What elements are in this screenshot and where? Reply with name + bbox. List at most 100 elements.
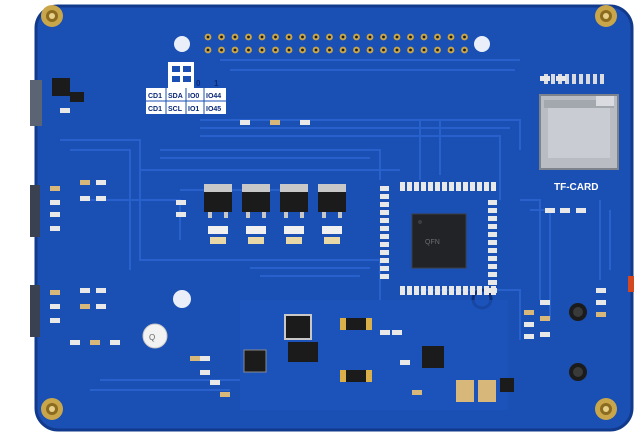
smd-resistor	[477, 286, 482, 295]
mounting-hole-top-left	[41, 5, 63, 27]
smd-resistor	[380, 258, 389, 263]
header-pin-hole	[314, 48, 318, 52]
via-hole	[174, 36, 190, 52]
mounting-hole-bottom-left	[41, 398, 63, 420]
header-pin-hole	[368, 48, 372, 52]
mounting-hole-top-right	[595, 5, 617, 27]
header-pin-hole	[395, 35, 399, 39]
regulator-cap	[284, 226, 304, 234]
tf-card-pins	[544, 74, 604, 84]
regulator-pin	[284, 212, 288, 218]
smd-resistor	[488, 224, 497, 229]
header-pin-hole	[436, 48, 439, 52]
header-pin-hole	[463, 35, 466, 39]
smd-part	[176, 212, 186, 217]
regulator-pin	[224, 212, 228, 218]
header-pin-hole	[395, 48, 399, 52]
smd-resistor	[407, 182, 412, 191]
regulator-cap	[322, 226, 342, 234]
smd-resistor	[380, 186, 389, 191]
header-pin-hole	[409, 48, 412, 52]
main-chip: QFN	[411, 213, 467, 269]
smd-part	[70, 340, 80, 345]
smd-resistor	[488, 280, 497, 285]
smd-resistor	[435, 182, 440, 191]
smd-resistor	[488, 288, 497, 293]
smd-part	[596, 288, 606, 293]
smd-part	[50, 186, 60, 191]
header-pin-hole	[260, 35, 264, 39]
smd-part	[96, 288, 106, 293]
smd-part	[80, 180, 90, 185]
smd-resistor	[400, 286, 405, 295]
smd-resistor	[421, 182, 426, 191]
header-pin-hole	[206, 48, 210, 52]
smd-part	[50, 290, 60, 295]
button-reset	[569, 363, 587, 381]
via-hole	[474, 36, 490, 52]
smd-part	[50, 304, 60, 309]
tf-pin	[572, 74, 576, 84]
header-pin-hole	[382, 48, 385, 52]
tf-pin	[579, 74, 583, 84]
smd-resistor	[488, 264, 497, 269]
header-pin-hole	[314, 35, 318, 39]
smd-resistor	[380, 234, 389, 239]
chip-marking: QFN	[425, 239, 440, 246]
smd-part	[96, 180, 106, 185]
tf-card-slot	[539, 94, 619, 170]
header-pin-hole	[220, 48, 223, 52]
header-pin-hole	[233, 48, 237, 52]
smd-resistor	[470, 286, 475, 295]
smd-resistor	[488, 256, 497, 261]
smd-part	[176, 200, 186, 205]
regulator-tab	[242, 184, 270, 192]
smd-part	[80, 196, 90, 201]
power-ic-small	[422, 346, 444, 368]
regulator-tab	[204, 184, 232, 192]
pin-table-header-1: 1	[214, 79, 219, 88]
pin-table-cell: SDA	[168, 93, 183, 100]
regulator-body	[242, 192, 270, 212]
smd-part	[400, 360, 410, 365]
regulator-pin	[246, 212, 250, 218]
smd-resistor	[435, 286, 440, 295]
header-pin-hole	[382, 35, 385, 39]
regulator-cap-2	[210, 237, 226, 244]
regulator-tab	[318, 184, 346, 192]
ic-small	[52, 78, 70, 96]
diode-2	[340, 370, 370, 382]
smd-passives	[50, 76, 606, 397]
regulator-body	[318, 192, 346, 212]
smd-part	[50, 226, 60, 231]
header-pin-hole	[247, 35, 250, 39]
tf-pin	[565, 74, 569, 84]
smd-part	[96, 196, 106, 201]
smd-resistor	[414, 286, 419, 295]
smd-resistor	[488, 248, 497, 253]
resistor	[60, 108, 70, 113]
pin-table-cell: CD1	[148, 93, 162, 100]
smd-part	[524, 310, 534, 315]
smd-part	[545, 208, 555, 213]
header-pin-hole	[287, 35, 291, 39]
button-boot	[569, 303, 587, 321]
header-pin-hole	[341, 35, 345, 39]
header-pin-hole	[274, 35, 277, 39]
smd-resistor	[488, 272, 497, 277]
smd-resistor	[491, 182, 496, 191]
smd-resistor	[380, 266, 389, 271]
smd-resistor	[421, 286, 426, 295]
smd-part	[540, 300, 550, 305]
regulator-pin	[322, 212, 326, 218]
pin-table-cell: IO1	[188, 106, 199, 113]
buzzer: Q	[142, 323, 168, 349]
smd-part	[50, 212, 60, 217]
smd-part	[524, 334, 534, 339]
inductor-2	[243, 349, 267, 373]
smd-part	[96, 304, 106, 309]
regulator-body	[204, 192, 232, 212]
smd-part	[556, 76, 566, 81]
